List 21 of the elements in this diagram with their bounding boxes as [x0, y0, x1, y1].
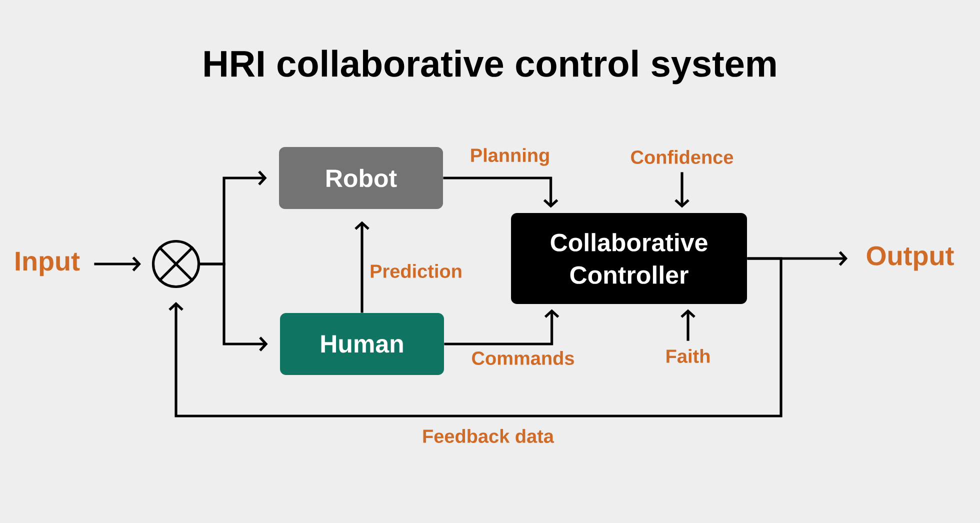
arrow [444, 309, 560, 346]
arrow [674, 172, 690, 208]
arrow [443, 176, 558, 208]
signal-label: Faith [666, 349, 710, 363]
arrow [94, 256, 141, 272]
controller-box: Collaborative Controller [511, 213, 747, 304]
process-box: Human [280, 313, 444, 375]
signal-label: Output [866, 246, 954, 271]
arrow [200, 262, 268, 352]
edge-label: Commands [470, 350, 576, 366]
summing-junction [152, 240, 200, 288]
arrow [354, 221, 370, 313]
process-box: Robot [279, 147, 443, 209]
arrow [680, 309, 696, 341]
edge-label: Prediction [368, 263, 464, 279]
title: HRI collaborative control system [204, 50, 776, 84]
signal-label: Input [16, 252, 80, 276]
signal-label: Confidence [631, 150, 734, 164]
edge-label: Feedback data [421, 428, 555, 444]
edge-label: Planning [468, 147, 552, 167]
arrow [168, 257, 782, 418]
